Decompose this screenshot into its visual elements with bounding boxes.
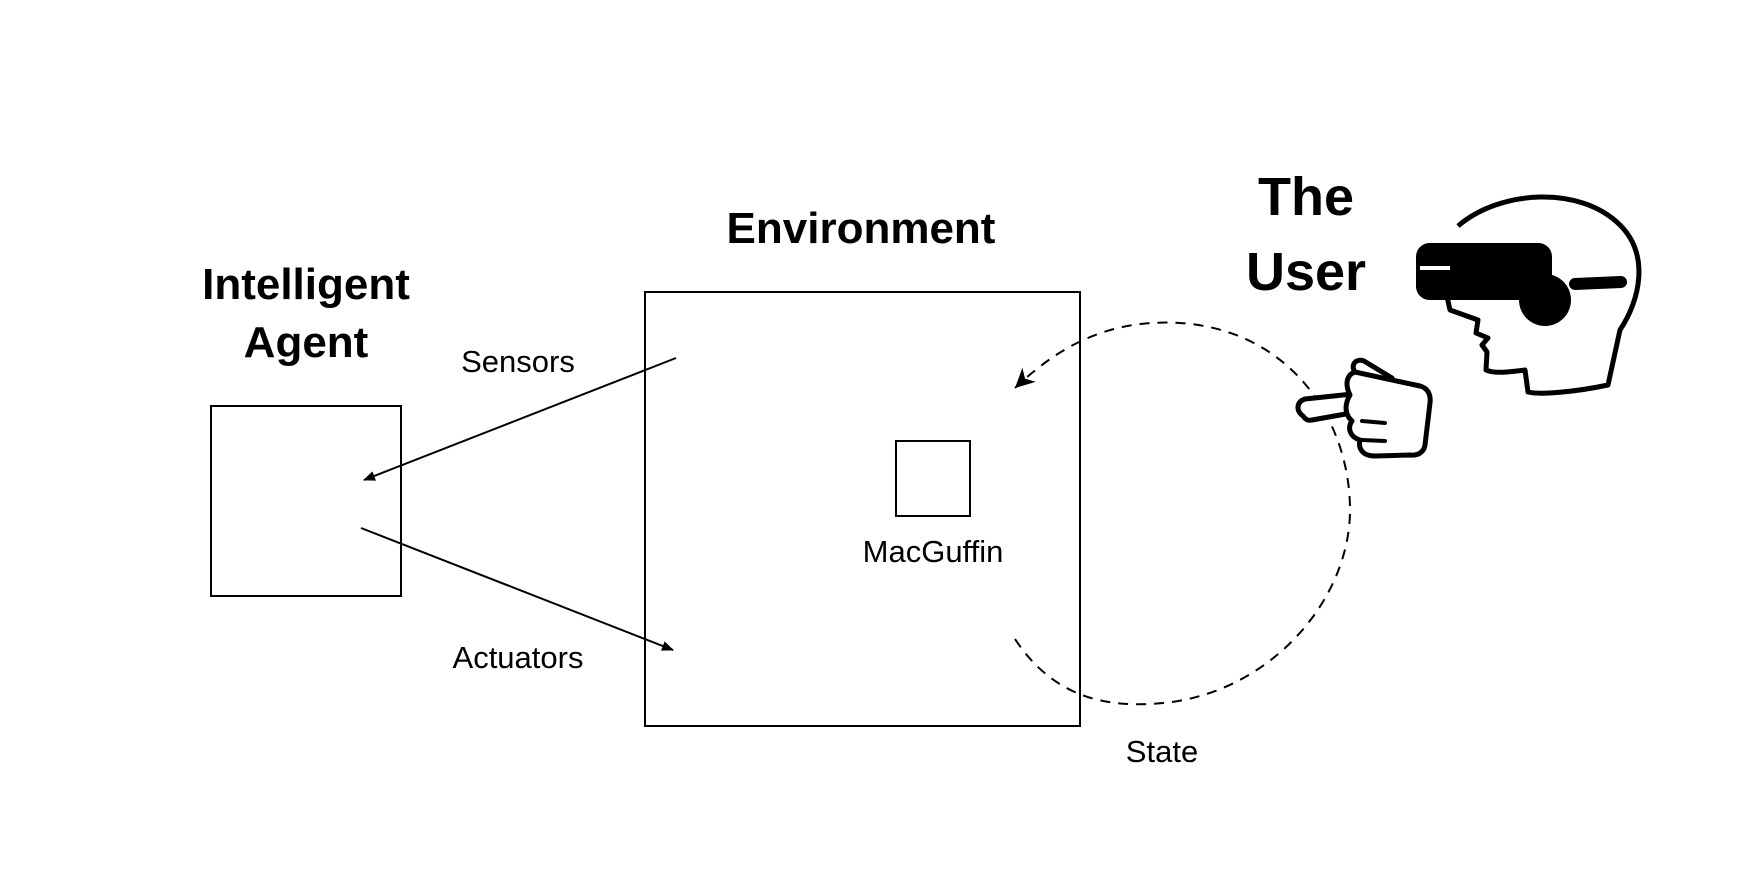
- agent-title-line1: Intelligent: [202, 260, 410, 309]
- actuators-arrow: [360, 527, 674, 651]
- sensors-arrow: [363, 357, 677, 481]
- macguffin-box: [895, 440, 971, 517]
- vr-user-head-icon: [1416, 194, 1642, 396]
- sensors-label: Sensors: [461, 344, 575, 379]
- state-label: State: [1126, 734, 1198, 769]
- pointing-hand-icon: [1295, 357, 1433, 459]
- user-title-line1: The: [1258, 167, 1354, 227]
- environment-box: [644, 291, 1081, 727]
- actuators-label: Actuators: [453, 640, 584, 675]
- user-title-line2: User: [1246, 242, 1366, 302]
- macguffin-label: MacGuffin: [863, 534, 1004, 569]
- environment-title: Environment: [727, 204, 996, 253]
- agent-title-line2: Agent: [244, 318, 369, 367]
- state-dashed-arrow: [1014, 321, 1352, 706]
- agent-box: [210, 405, 402, 597]
